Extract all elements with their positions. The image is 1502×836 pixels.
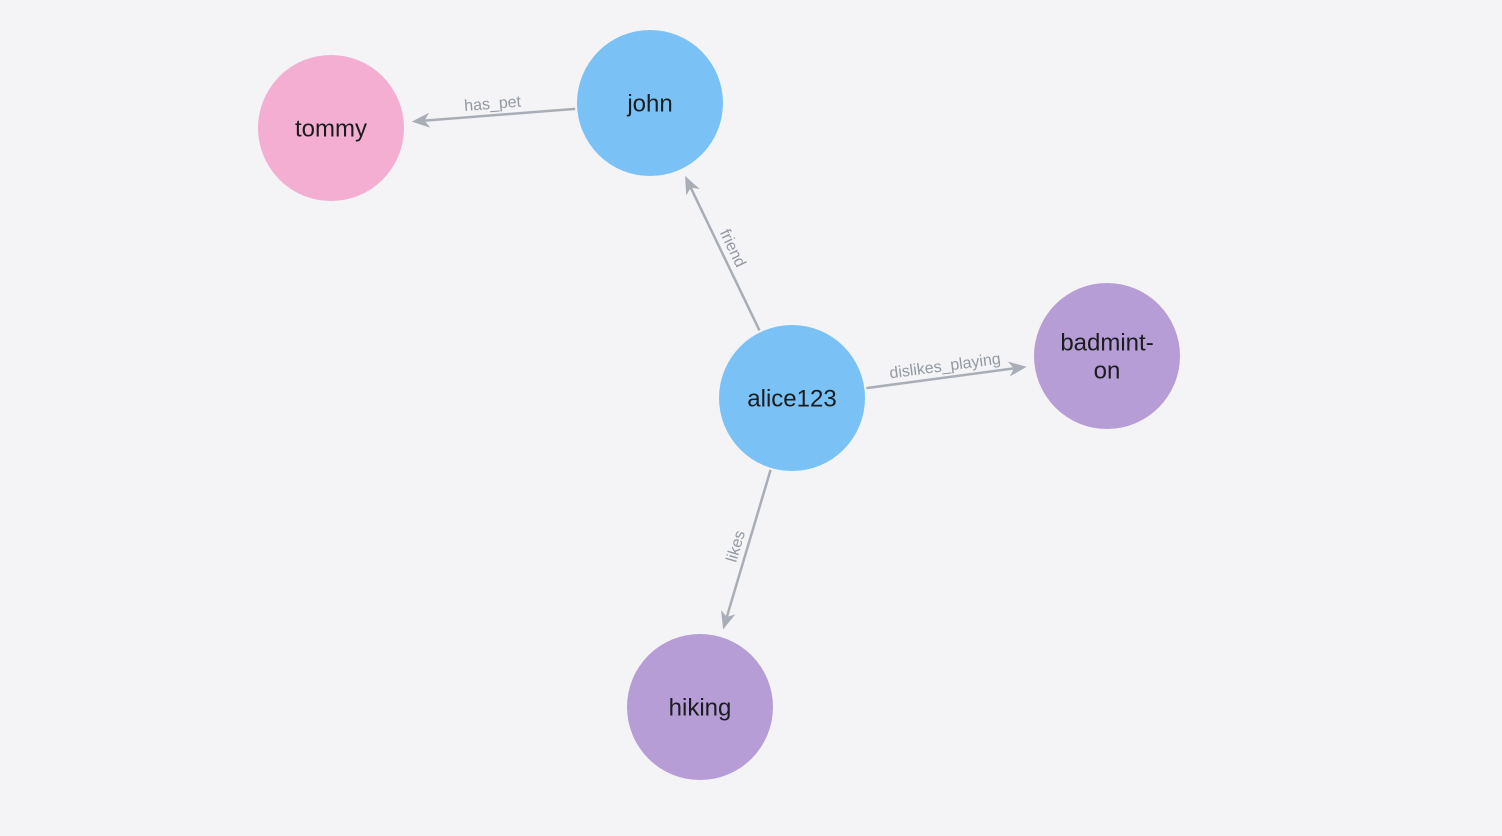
edge-alice123-badminton[interactable]: dislikes_playing xyxy=(866,351,1027,390)
node-label-line: tommy xyxy=(295,115,367,142)
node-circle xyxy=(258,55,404,201)
edge-arrowhead-icon xyxy=(685,175,700,196)
node-hiking[interactable]: hiking xyxy=(627,634,773,780)
node-label: john xyxy=(626,90,672,117)
edge-line xyxy=(866,367,1015,390)
node-label-line: on xyxy=(1094,357,1121,384)
node-label: badmint-on xyxy=(1060,329,1153,384)
edge-line xyxy=(725,469,772,618)
edge-arrowhead-icon xyxy=(721,609,736,630)
node-layer: tommy john alice123 badmint-on hiking xyxy=(258,30,1180,780)
node-label: alice123 xyxy=(747,385,836,412)
node-circle xyxy=(719,325,865,471)
node-label: hiking xyxy=(669,694,732,721)
node-label: tommy xyxy=(295,115,367,142)
node-circle xyxy=(577,30,723,176)
edge-arrowhead-icon xyxy=(411,112,431,128)
node-circle xyxy=(1034,283,1180,429)
node-john[interactable]: john xyxy=(577,30,723,176)
node-label-line: john xyxy=(626,90,672,117)
node-alice123[interactable]: alice123 xyxy=(719,325,865,471)
node-badminton[interactable]: badmint-on xyxy=(1034,283,1180,429)
node-tommy[interactable]: tommy xyxy=(258,55,404,201)
edge-arrowhead-icon xyxy=(1007,361,1027,377)
edge-line xyxy=(689,187,761,331)
edge-alice123-hiking[interactable]: likes xyxy=(721,469,772,630)
node-label-line: hiking xyxy=(669,694,732,721)
node-label-line: alice123 xyxy=(747,385,836,412)
edge-label: has_pet xyxy=(464,94,523,115)
edge-john-tommy[interactable]: has_pet xyxy=(411,94,576,128)
edge-line xyxy=(424,107,576,122)
node-label-line: badmint- xyxy=(1060,329,1153,356)
node-circle xyxy=(627,634,773,780)
edge-alice123-john[interactable]: friend xyxy=(685,175,761,331)
